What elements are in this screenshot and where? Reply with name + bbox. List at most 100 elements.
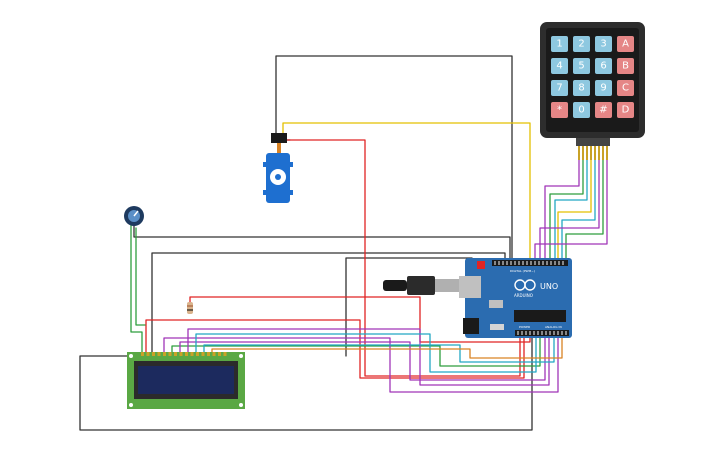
wire-lcd-d4-purple[interactable] xyxy=(179,337,546,381)
servo-motor[interactable] xyxy=(263,133,293,203)
keypad-pin[interactable] xyxy=(602,146,604,160)
arduino-digital-pin[interactable] xyxy=(522,261,524,265)
keypad-key[interactable]: A xyxy=(617,36,634,52)
lcd-16x2[interactable] xyxy=(127,352,245,409)
keypad-key[interactable]: * xyxy=(551,102,568,118)
usb-cable[interactable] xyxy=(383,276,461,295)
lcd-pin[interactable] xyxy=(223,352,227,356)
arduino-digital-pin[interactable] xyxy=(558,261,560,265)
lcd-pin[interactable] xyxy=(207,352,210,356)
wire-keypad-col2[interactable] xyxy=(539,159,600,263)
arduino-analog-pin[interactable] xyxy=(553,331,555,335)
wire-keypad-col3[interactable] xyxy=(565,159,604,263)
wire-lcd-data-green[interactable] xyxy=(171,337,541,367)
keypad-key[interactable]: 3 xyxy=(595,36,612,52)
arduino-digital-pin[interactable] xyxy=(530,261,532,265)
keypad-key[interactable]: 7 xyxy=(551,80,568,96)
arduino-analog-pin[interactable] xyxy=(525,331,527,335)
arduino-analog-pin[interactable] xyxy=(549,331,551,335)
arduino-digital-pin[interactable] xyxy=(510,261,512,265)
wire-keypad-row3[interactable] xyxy=(554,159,588,263)
wire-lcd-d7-orange[interactable] xyxy=(211,337,563,359)
wire-lcd-en-purple[interactable] xyxy=(163,337,559,393)
arduino-analog-pin[interactable] xyxy=(561,331,563,335)
arduino-analog-pin[interactable] xyxy=(533,331,535,335)
wire-keypad-col1[interactable] xyxy=(561,159,596,263)
wire-lcd-green[interactable] xyxy=(135,227,146,326)
arduino-digital-pin[interactable] xyxy=(502,261,504,265)
arduino-digital-pin[interactable] xyxy=(550,261,552,265)
wire-lcd-backlight-red[interactable] xyxy=(189,296,531,343)
keypad-pin[interactable] xyxy=(582,146,584,160)
wire-lcd-power-black[interactable] xyxy=(151,252,506,353)
arduino-digital-pin[interactable] xyxy=(542,261,544,265)
wire-pot-wiper-green[interactable] xyxy=(130,224,143,353)
wire-lcd-rs-purple[interactable] xyxy=(187,328,550,386)
arduino-digital-pin[interactable] xyxy=(526,261,528,265)
keypad-pin[interactable] xyxy=(586,146,588,160)
arduino-digital-pin[interactable] xyxy=(498,261,500,265)
lcd-pin[interactable] xyxy=(146,352,150,356)
potentiometer[interactable] xyxy=(124,206,144,226)
wire-keypad-row4[interactable] xyxy=(557,159,592,263)
arduino-analog-pin[interactable] xyxy=(529,331,531,335)
keypad-pin[interactable] xyxy=(594,146,596,160)
lcd-pin[interactable] xyxy=(152,352,155,356)
arduino-digital-pin[interactable] xyxy=(514,261,516,265)
resistor[interactable] xyxy=(187,302,193,314)
keypad-key[interactable]: 6 xyxy=(595,58,612,74)
wire-servo-power-red[interactable] xyxy=(281,139,521,377)
arduino-digital-pin[interactable] xyxy=(494,261,496,265)
lcd-pin[interactable] xyxy=(201,352,205,356)
arduino-digital-pin[interactable] xyxy=(518,261,520,265)
wire-keypad-row1[interactable] xyxy=(544,159,580,263)
keypad-key[interactable]: 8 xyxy=(573,80,590,96)
arduino-digital-pin[interactable] xyxy=(546,261,548,265)
lcd-pin[interactable] xyxy=(212,352,216,356)
arduino-analog-pin[interactable] xyxy=(517,331,519,335)
wire-servo-ground-loop[interactable] xyxy=(275,55,513,263)
arduino-digital-pin[interactable] xyxy=(562,261,564,265)
lcd-pin[interactable] xyxy=(185,352,188,356)
arduino-digital-pin[interactable] xyxy=(554,261,556,265)
keypad-key[interactable]: 0 xyxy=(573,102,590,118)
wire-pot-ground[interactable] xyxy=(133,224,511,263)
arduino-digital-pin[interactable] xyxy=(506,261,508,265)
wire-lcd-d5-cyan[interactable] xyxy=(195,333,537,373)
arduino-digital-pin[interactable] xyxy=(534,261,536,265)
keypad-key[interactable]: D xyxy=(617,102,634,118)
keypad-pin[interactable] xyxy=(578,146,580,160)
lcd-pin[interactable] xyxy=(179,352,183,356)
wire-arduino-gnd-black[interactable] xyxy=(345,257,473,357)
arduino-analog-pin[interactable] xyxy=(545,331,547,335)
arduino-analog-pin[interactable] xyxy=(537,331,539,335)
keypad-pin[interactable] xyxy=(598,146,600,160)
arduino-analog-pin[interactable] xyxy=(521,331,523,335)
wire-servo-signal-yellow[interactable] xyxy=(282,122,531,263)
lcd-pin[interactable] xyxy=(196,352,199,356)
wire-lcd-ground-loop[interactable] xyxy=(79,337,533,431)
keypad-key[interactable]: 5 xyxy=(573,58,590,74)
arduino-analog-pin[interactable] xyxy=(565,331,567,335)
arduino-analog-pin[interactable] xyxy=(541,331,543,335)
wire-keypad-col4[interactable] xyxy=(534,159,608,263)
arduino-uno[interactable]: ARDUINO UNO DIGITAL (PWM~) POWER ANALOG … xyxy=(459,258,572,338)
lcd-pin[interactable] xyxy=(174,352,177,356)
keypad-key[interactable]: 4 xyxy=(551,58,568,74)
lcd-pin[interactable] xyxy=(141,352,144,356)
lcd-pin[interactable] xyxy=(157,352,161,356)
lcd-pin[interactable] xyxy=(190,352,194,356)
keypad-key[interactable]: 2 xyxy=(573,36,590,52)
arduino-digital-pin[interactable] xyxy=(538,261,540,265)
keypad-pin[interactable] xyxy=(590,146,592,160)
keypad-key[interactable]: B xyxy=(617,58,634,74)
lcd-pin[interactable] xyxy=(218,352,221,356)
keypad-pin[interactable] xyxy=(606,146,608,160)
keypad-key[interactable]: 1 xyxy=(551,36,568,52)
keypad-key[interactable]: C xyxy=(617,80,634,96)
arduino-reset-button[interactable] xyxy=(477,261,485,269)
lcd-pin[interactable] xyxy=(163,352,166,356)
lcd-pin[interactable] xyxy=(168,352,172,356)
keypad-key[interactable]: # xyxy=(595,102,612,118)
